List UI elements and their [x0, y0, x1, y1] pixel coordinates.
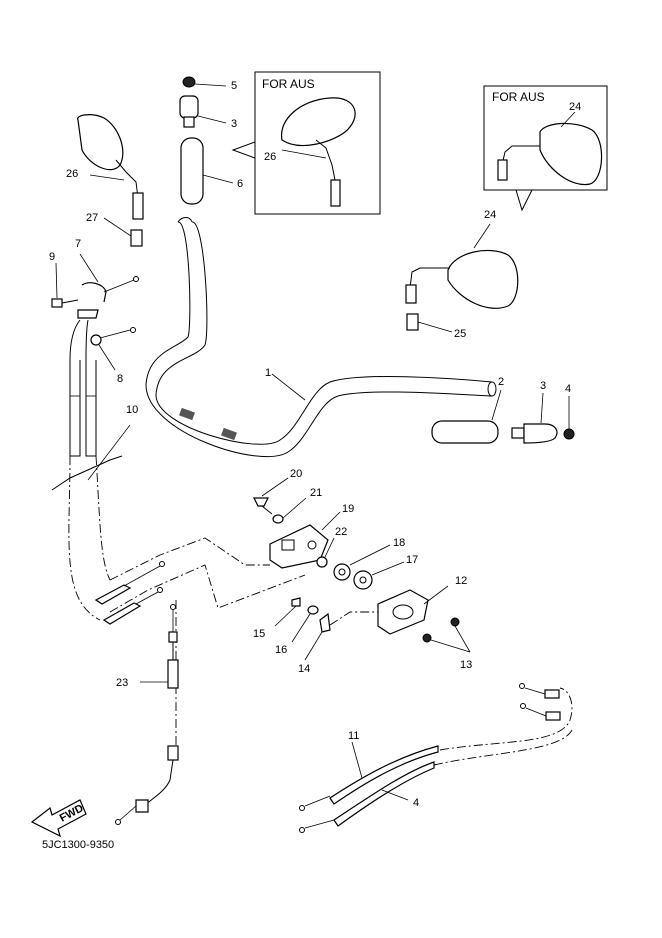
handlebar — [145, 217, 497, 457]
grip-stack-top — [179, 76, 234, 205]
callout-9: 10 — [126, 404, 138, 416]
callout-24: 24 — [484, 209, 496, 221]
callout-11: 11 — [348, 730, 359, 742]
switch-case-12-icon — [377, 589, 429, 635]
callout-23: 23 — [116, 677, 128, 689]
end-3-right-icon — [523, 423, 558, 444]
mirror-aus-left-icon — [281, 97, 356, 147]
grip-5-icon — [180, 137, 204, 205]
throttle-assembly — [51, 253, 139, 621]
mirror-right-icon — [447, 249, 519, 309]
inset-left-callout: 26 — [264, 151, 276, 163]
inset-box-left: FOR AUS 26 — [231, 71, 381, 215]
washer-21-icon — [272, 514, 284, 524]
screw-15-icon — [291, 597, 301, 607]
end-3-icon — [179, 95, 199, 119]
nut-13a-icon — [450, 617, 460, 627]
callout-labels: 5 3 6 26 27 7 9 8 10 1 2 3 4 24 25 20 21… — [49, 80, 571, 809]
switch-18-icon — [333, 563, 351, 581]
cable-ends-mid — [94, 561, 165, 625]
choke-cable-23 — [115, 604, 179, 825]
inset-box-right: FOR AUS 24 — [483, 85, 608, 212]
cap-4-icon — [182, 76, 196, 88]
callout-18: 18 — [393, 537, 405, 549]
screw-20-icon — [253, 497, 269, 507]
callout-21: 21 — [310, 487, 322, 499]
callout-4-right: 4 — [565, 383, 571, 395]
clip-14-icon — [319, 612, 331, 633]
callout-15: 15 — [253, 628, 265, 640]
bolt-25-icon — [406, 313, 419, 331]
spring-22-icon — [316, 556, 328, 568]
callout-13: 13 — [460, 659, 472, 671]
nut-13b-icon — [422, 633, 432, 643]
mirror-left — [77, 114, 144, 247]
callout-6: 7 — [75, 238, 81, 250]
callout-5: 6 — [237, 178, 243, 190]
phantom-lines — [109, 537, 573, 766]
inset-left-title: FOR AUS — [262, 77, 315, 91]
callout-27: 27 — [86, 212, 98, 224]
drawing-code: 5JC1300-9350 — [42, 839, 114, 851]
callout-25: 25 — [454, 328, 466, 340]
callout-7: 8 — [117, 373, 123, 385]
callout-3-top: 3 — [231, 118, 237, 130]
callout-10: 4 — [413, 797, 419, 809]
callout-14: 14 — [298, 663, 310, 675]
callout-16: 16 — [275, 644, 287, 656]
mirror-right — [405, 223, 519, 333]
callout-3-right: 3 — [540, 380, 546, 392]
cap-4-right-icon — [563, 428, 575, 440]
knob-17-icon — [353, 570, 373, 590]
fwd-arrow-icon — [30, 799, 87, 838]
callout-22: 22 — [335, 526, 347, 538]
callout-2: 2 — [498, 376, 504, 388]
lower-cables — [299, 683, 561, 833]
screw-8-icon — [51, 298, 63, 308]
washer-16-icon — [307, 605, 319, 615]
callout-17: 17 — [406, 554, 418, 566]
grip-2-icon — [431, 420, 499, 444]
callout-1: 1 — [265, 367, 271, 379]
callout-20: 20 — [290, 468, 302, 480]
callout-8: 9 — [49, 251, 55, 263]
bolt-27-icon — [130, 229, 143, 247]
switch-assembly — [253, 477, 471, 661]
callout-19: 19 — [342, 503, 354, 515]
mirror-left-icon — [77, 114, 124, 171]
callout-4-top: 5 — [231, 80, 237, 92]
callout-26: 26 — [66, 168, 78, 180]
mirror-aus-right-icon — [539, 122, 603, 186]
inset-right-callout: 24 — [569, 101, 581, 113]
inset-right-title: FOR AUS — [492, 90, 545, 104]
callout-12: 12 — [455, 575, 467, 587]
grip-stack-right — [431, 389, 575, 444]
fwd-arrow: FWD — [30, 799, 87, 838]
